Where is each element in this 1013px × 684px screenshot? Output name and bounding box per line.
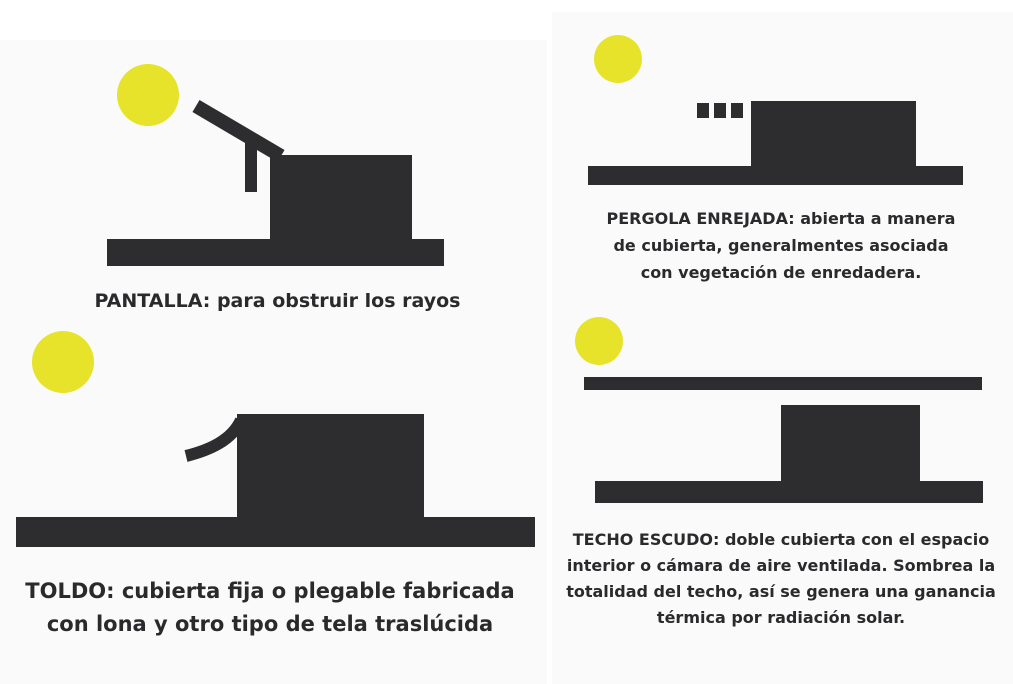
pantalla-building bbox=[270, 155, 412, 241]
techo-ground bbox=[595, 481, 983, 503]
techo-roof-shield bbox=[584, 377, 982, 390]
pergola-caption: PERGOLA ENREJADA: abierta a manera de cu… bbox=[572, 205, 990, 286]
pantalla-sun bbox=[117, 64, 179, 126]
pantalla-diagram bbox=[107, 64, 444, 266]
toldo-building bbox=[237, 414, 424, 519]
pantalla-screen bbox=[192, 99, 285, 163]
pergola-caption-line: PERGOLA ENREJADA: abierta a manera bbox=[606, 209, 956, 228]
toldo-caption-line: TOLDO: cubierta fija o plegable fabricad… bbox=[25, 579, 515, 603]
techo-diagram bbox=[575, 317, 983, 503]
toldo-diagram bbox=[16, 331, 535, 547]
pergola-ground bbox=[588, 166, 963, 185]
pergola-diagram bbox=[588, 35, 963, 185]
toldo-sun bbox=[32, 331, 94, 393]
toldo-awning bbox=[184, 417, 247, 462]
toldo-caption-line: con lona y otro tipo de tela traslúcida bbox=[46, 612, 494, 636]
pantalla-ground bbox=[107, 239, 444, 266]
pantalla-screen-support bbox=[245, 140, 257, 192]
toldo-caption: TOLDO: cubierta fija o plegable fabricad… bbox=[10, 575, 530, 641]
techo-building bbox=[781, 405, 920, 483]
techo-caption: TECHO ESCUDO: doble cubierta con el espa… bbox=[555, 527, 1007, 631]
pergola-caption-line: con vegetación de enredadera. bbox=[640, 263, 922, 282]
pergola-building bbox=[751, 101, 916, 168]
pergola-caption-line: de cubierta, generalmentes asociada bbox=[613, 236, 949, 255]
toldo-ground bbox=[16, 517, 535, 547]
pergola-slat bbox=[714, 103, 726, 118]
pantalla-caption: PANTALLA: para obstruir los rayos bbox=[94, 290, 461, 312]
pergola-slat bbox=[731, 103, 743, 118]
techo-caption-line: térmica por radiación solar. bbox=[656, 608, 906, 627]
pergola-sun bbox=[594, 35, 642, 83]
techo-caption-line: interior o cámara de aire ventilada. Som… bbox=[566, 556, 996, 575]
techo-caption-line: TECHO ESCUDO: doble cubierta con el espa… bbox=[572, 530, 990, 549]
techo-sun bbox=[575, 317, 623, 365]
techo-caption-line: totalidad del techo, así se genera una g… bbox=[566, 582, 996, 601]
pergola-slat bbox=[697, 103, 709, 118]
